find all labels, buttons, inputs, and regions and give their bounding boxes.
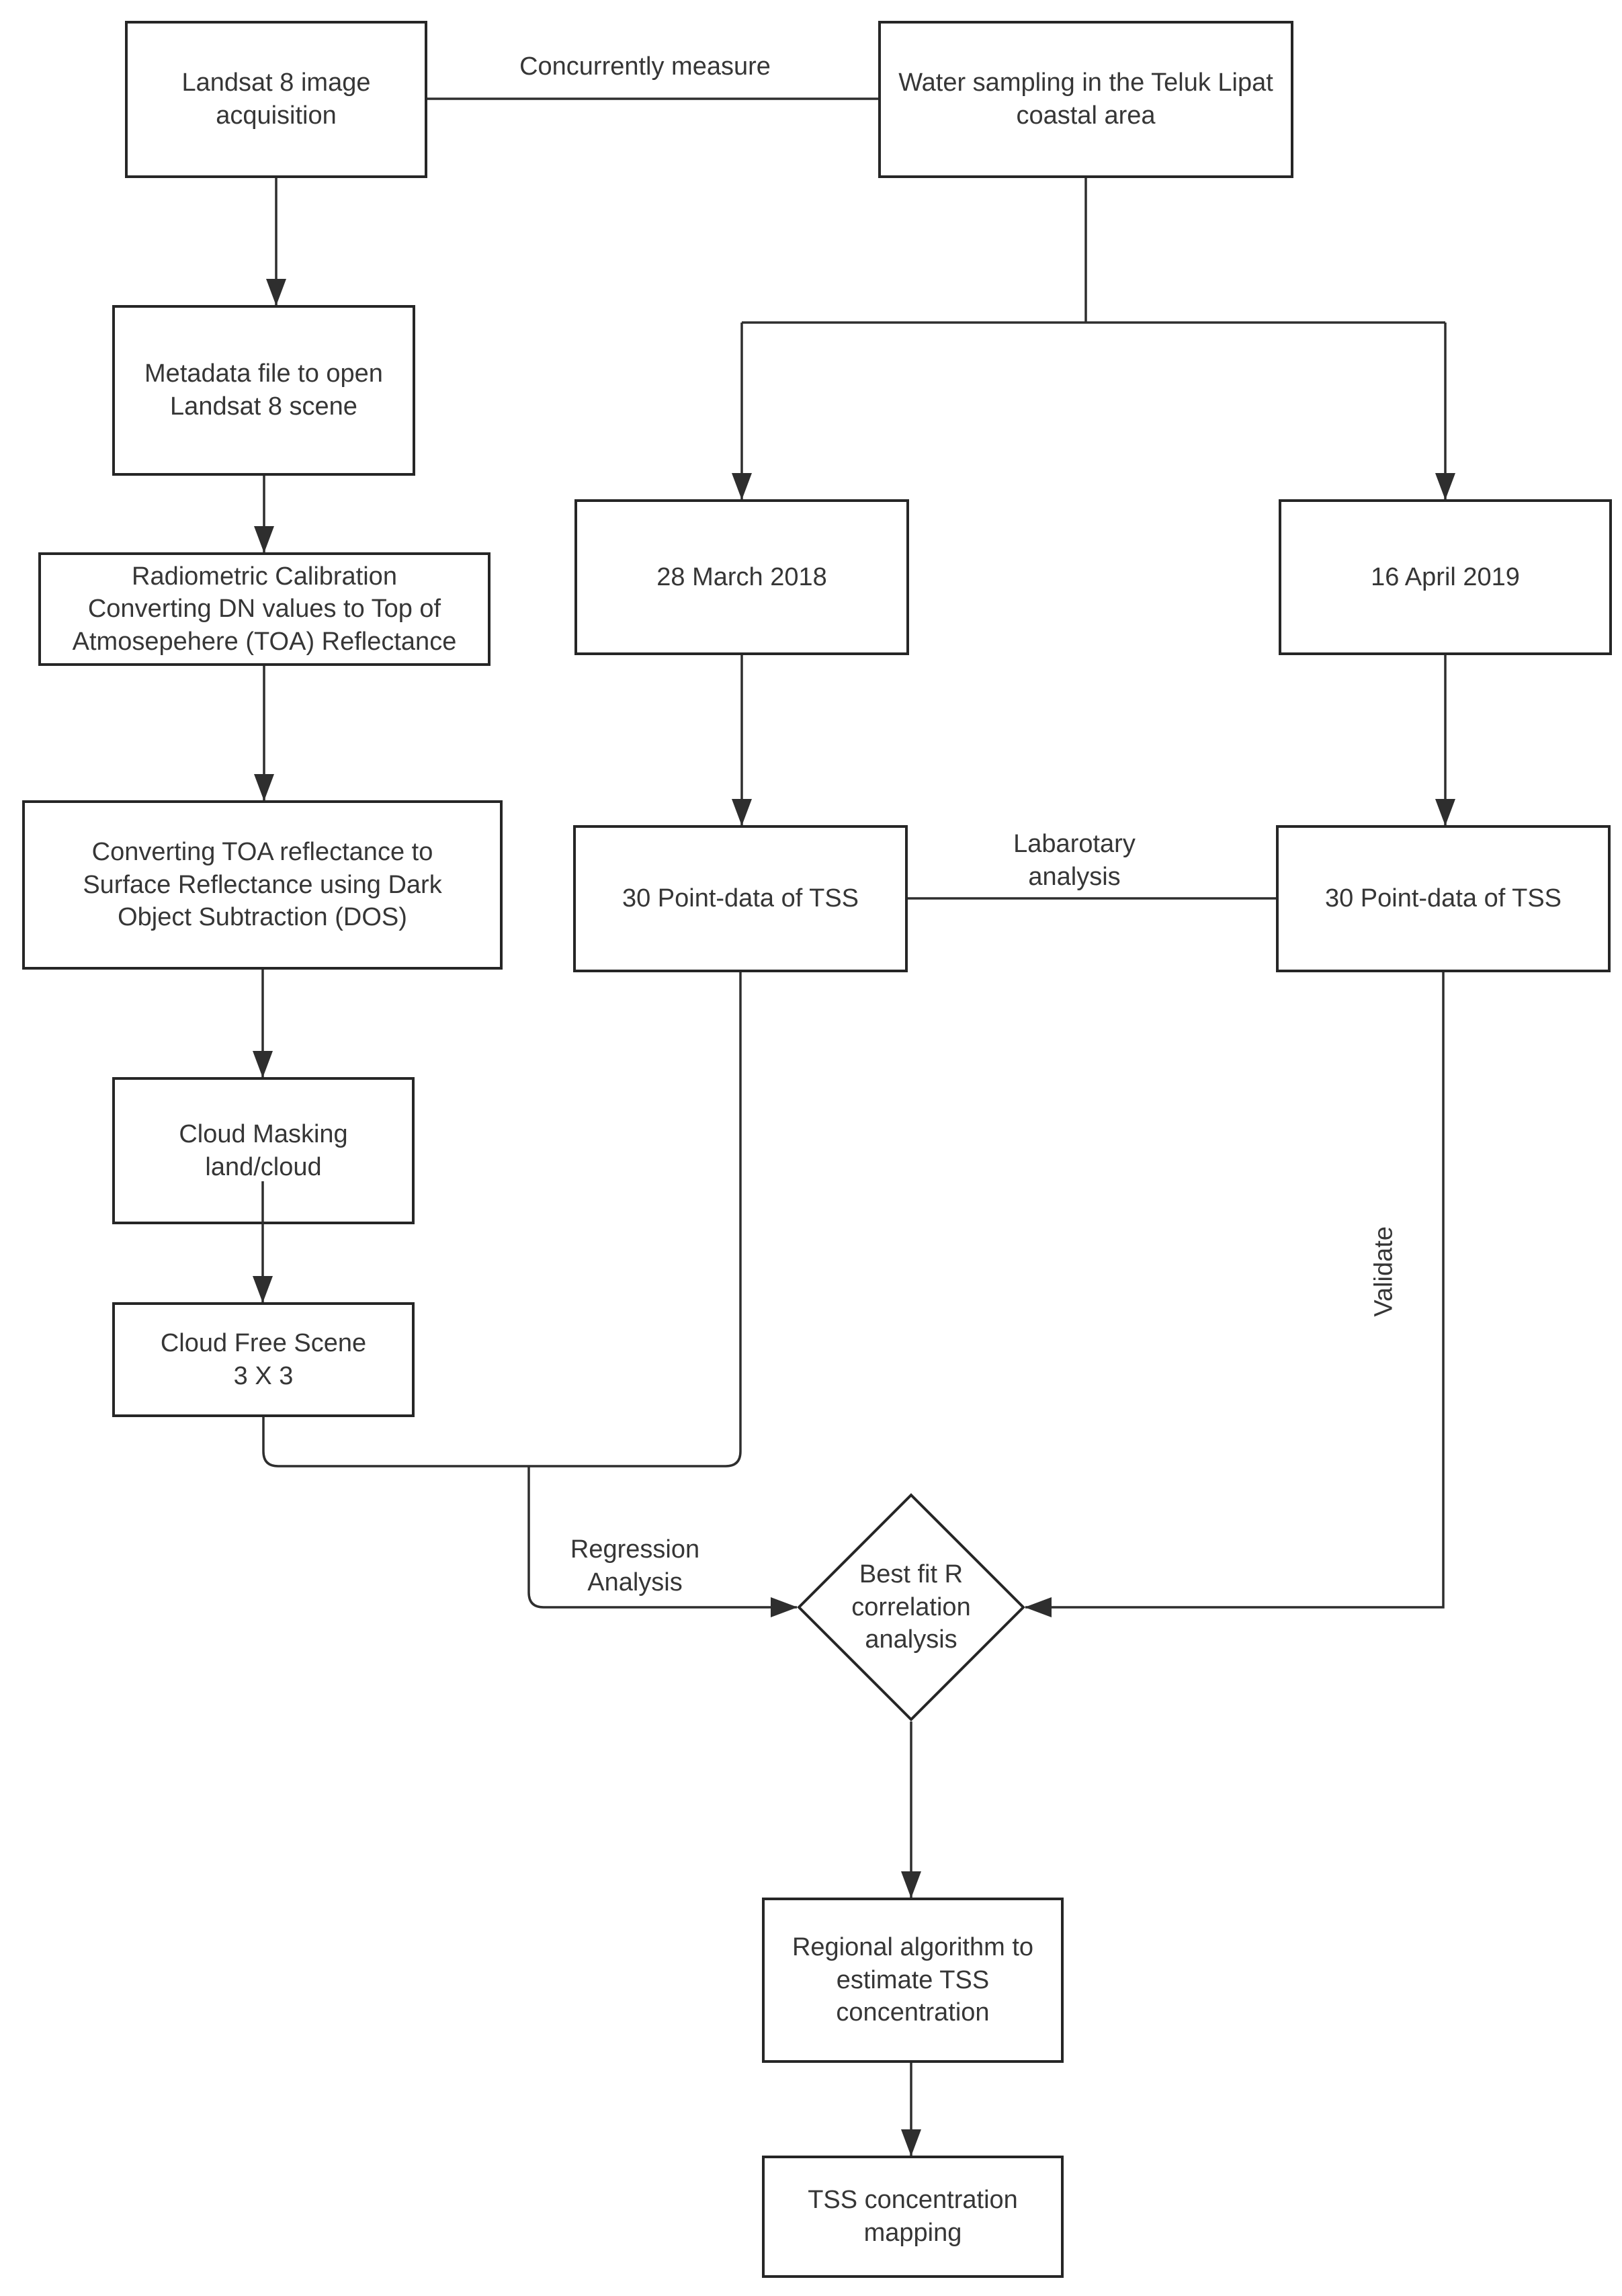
edge-label-concurrently-measure: Concurrently measure	[519, 52, 771, 81]
edge-label-laboratory-analysis: Labarotary analysis	[1013, 830, 1136, 891]
edge-label-validate: Validate	[1369, 1226, 1398, 1317]
node-water-sampling: Water sampling in the Teluk Lipat coasta…	[878, 21, 1293, 178]
node-tss-points-2018: 30 Point-data of TSS	[573, 825, 908, 972]
node-landsat-acquisition: Landsat 8 image acquisition	[125, 21, 427, 178]
node-cloud-free-scene: Cloud Free Scene 3 X 3	[112, 1302, 415, 1417]
node-tss-points-2019: 30 Point-data of TSS	[1276, 825, 1611, 972]
node-best-fit-decision: Best fit R correlation analysis	[797, 1493, 1025, 1721]
node-tss-mapping: TSS concentration mapping	[762, 2156, 1064, 2278]
node-metadata-file: Metadata file to open Landsat 8 scene	[112, 305, 415, 476]
diamond-label: Best fit R correlation analysis	[851, 1560, 971, 1654]
edge-label-regression-analysis: Regression Analysis	[570, 1535, 700, 1597]
node-regional-algorithm: Regional algorithm to estimate TSS conce…	[762, 1898, 1064, 2063]
node-date-28-march-2018: 28 March 2018	[574, 499, 909, 655]
node-date-16-april-2019: 16 April 2019	[1279, 499, 1612, 655]
node-radiometric-calibration: Radiometric Calibration Converting DN va…	[38, 552, 490, 666]
diamond-shape	[797, 1493, 1025, 1721]
node-dos-conversion: Converting TOA reflectance to Surface Re…	[22, 800, 503, 970]
node-cloud-masking: Cloud Masking land/cloud	[112, 1077, 415, 1224]
